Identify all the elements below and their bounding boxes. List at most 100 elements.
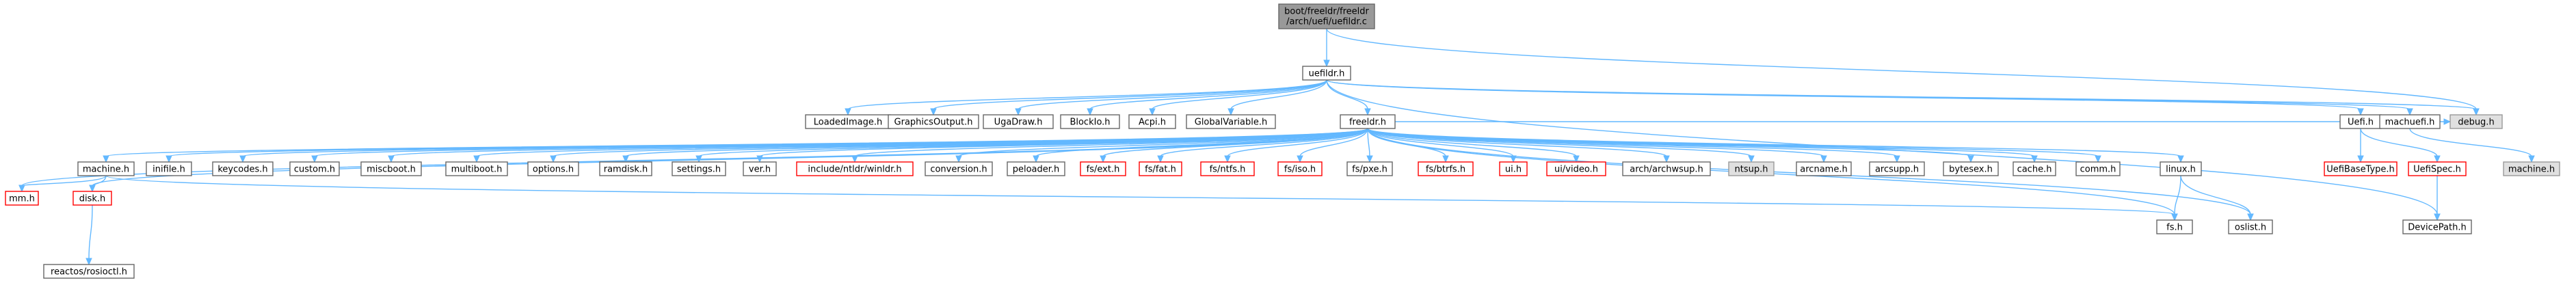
file-node-box: [1728, 161, 1775, 176]
edge-linux-to-fsh: [2171, 175, 2181, 221]
edge-arrowhead: [1748, 155, 1755, 163]
edge-freeldr-to-archwsup: [1367, 128, 1670, 163]
file-node-comm[interactable]: comm.h: [2075, 161, 2121, 176]
file-node-custom[interactable]: custom.h: [289, 161, 340, 176]
file-node-disk[interactable]: disk.h: [72, 191, 112, 206]
file-node-acpi[interactable]: Acpi.h: [1128, 114, 1176, 129]
edge-freeldr-to-uivideo: [1367, 128, 1580, 163]
file-node-arcname[interactable]: arcname.h: [1796, 161, 1852, 176]
file-node-ui[interactable]: ui.h: [1499, 161, 1528, 176]
file-node-freeldr[interactable]: freeldr.h: [1340, 114, 1396, 129]
file-node-label: machine.h: [2508, 165, 2555, 175]
file-node-cache[interactable]: cache.h: [2013, 161, 2056, 176]
file-node-label: reactos/rosioctl.h: [51, 267, 127, 277]
file-node-fspxe[interactable]: fs/pxe.h: [1346, 161, 1393, 176]
file-node-box: [2449, 114, 2503, 129]
file-node-ntsup[interactable]: ntsup.h: [1728, 161, 1775, 176]
file-node-inifile[interactable]: inifile.h: [146, 161, 192, 176]
file-node-label: miscboot.h: [367, 165, 416, 175]
edge-arrowhead: [930, 108, 937, 116]
edge-arrowhead: [2357, 155, 2364, 163]
file-node-box: [2075, 161, 2121, 176]
file-node-uefispec[interactable]: UefiSpec.h: [2408, 161, 2467, 176]
file-node-fsfat[interactable]: fs/fat.h: [1139, 161, 1182, 176]
file-node-loadedimage[interactable]: LoadedImage.h: [805, 114, 891, 129]
file-node-box: [77, 161, 135, 176]
file-node-label: fs/fat.h: [1145, 165, 1176, 175]
edge-arrowhead: [550, 155, 557, 163]
file-node-uefi[interactable]: Uefi.h: [2339, 114, 2382, 129]
file-node-ramdisk[interactable]: ramdisk.h: [599, 161, 652, 176]
edge-freeldr-to-conversion: [955, 128, 1368, 163]
edge-arrowhead: [2171, 213, 2178, 221]
edge-freeldr-to-arcname: [1367, 128, 1827, 163]
file-node-linux[interactable]: linux.h: [2160, 161, 2202, 176]
file-node-fsext[interactable]: fs/ext.h: [1080, 161, 1126, 176]
file-node-winldr[interactable]: include/ntldr/winldr.h: [796, 161, 914, 176]
file-node-fsbtrfs[interactable]: fs/btrfs.h: [1418, 161, 1474, 176]
edge-arrowhead: [2247, 213, 2254, 221]
file-node-ver[interactable]: ver.h: [743, 161, 777, 176]
file-node-box: [1418, 161, 1474, 176]
file-node-box: [1277, 161, 1323, 176]
file-node-reactos[interactable]: reactos/rosioctl.h: [43, 264, 135, 279]
edge-uefi-to-ueffibasetype: [2357, 128, 2364, 163]
file-node-peloader[interactable]: peloader.h: [1007, 161, 1065, 176]
edge-uefildr-to-acpi: [1149, 79, 1327, 116]
file-node-fsntfs[interactable]: fs/ntfs.h: [1200, 161, 1255, 176]
file-node-box: [2379, 114, 2441, 129]
file-node-uefildr[interactable]: uefildr.h: [1302, 66, 1351, 81]
file-node-miscboot[interactable]: miscboot.h: [360, 161, 422, 176]
edge-uefildr-to-ugadraw: [1015, 79, 1327, 116]
file-node-label: UefiSpec.h: [2413, 165, 2461, 175]
edge-freeldr-to-fsfat: [1157, 128, 1368, 163]
edge-arrowhead: [2434, 213, 2441, 221]
file-node-multiboot[interactable]: multiboot.h: [445, 161, 508, 176]
edge-arrowhead: [955, 155, 962, 163]
file-node-devicepath[interactable]: DevicePath.h: [2402, 219, 2472, 234]
edge-freeldr-to-ntsup: [1367, 128, 1755, 163]
file-node-globalvariable[interactable]: GlobalVariable.h: [1186, 114, 1276, 129]
edge-arrowhead: [473, 155, 480, 163]
edge-arrowhead: [1297, 155, 1303, 163]
edge-uefildr-to-loadedimage: [845, 79, 1327, 116]
file-node-label: Acpi.h: [1139, 118, 1166, 128]
file-node-label: GraphicsOutput.h: [894, 118, 973, 128]
file-node-settings[interactable]: settings.h: [672, 161, 726, 176]
file-node-fsh[interactable]: fs.h: [2156, 219, 2193, 234]
file-node-debug[interactable]: debug.h: [2449, 114, 2503, 129]
edge-arrowhead: [1033, 155, 1039, 163]
edge-arrowhead: [2357, 108, 2364, 116]
file-node-bytesex[interactable]: bytesex.h: [1943, 161, 1999, 176]
file-node-graphicsoutput[interactable]: GraphicsOutput.h: [888, 114, 979, 129]
file-node-mmh[interactable]: mm.h: [5, 191, 39, 206]
file-nodes: boot/freeldr/freeldr /arch/uefi/uefildr.…: [5, 3, 2560, 279]
file-node-oslist[interactable]: oslist.h: [2228, 219, 2273, 234]
file-node-fsiso[interactable]: fs/iso.h: [1277, 161, 1323, 176]
file-node-label: peloader.h: [1013, 165, 1060, 175]
file-node-label: linux.h: [2166, 165, 2196, 175]
file-node-ueffibasetype[interactable]: UefiBaseType.h: [2324, 161, 2398, 176]
edge-uefildr-to-uefi: [1326, 79, 2364, 116]
file-node-box: [1186, 114, 1276, 129]
file-node-options[interactable]: options.h: [527, 161, 579, 176]
file-node-keycodes[interactable]: keycodes.h: [212, 161, 274, 176]
file-node-ugadraw[interactable]: UgaDraw.h: [983, 114, 1054, 129]
edge-freeldr-to-fsiso: [1297, 128, 1368, 163]
file-node-uivideo[interactable]: ui/video.h: [1546, 161, 1606, 176]
file-node-box: [72, 191, 112, 206]
file-node-arcsupp[interactable]: arcsupp.h: [1869, 161, 1925, 176]
file-node-label: ramdisk.h: [604, 165, 648, 175]
edge-uefildr-to-blockio: [1087, 79, 1327, 116]
file-node-label: machuefi.h: [2385, 118, 2435, 128]
file-node-machuefi[interactable]: machuefi.h: [2379, 114, 2441, 129]
file-node-blockio[interactable]: BlockIo.h: [1060, 114, 1120, 129]
file-node-machineh2[interactable]: machine.h: [2503, 161, 2560, 176]
file-node-machine[interactable]: machine.h: [77, 161, 135, 176]
edge-arrowhead: [1573, 155, 1580, 163]
file-node-box: [2228, 219, 2273, 234]
file-node-label: LoadedImage.h: [814, 118, 883, 128]
file-node-conversion[interactable]: conversion.h: [925, 161, 993, 176]
file-node-archwsup[interactable]: arch/archwsup.h: [1622, 161, 1711, 176]
